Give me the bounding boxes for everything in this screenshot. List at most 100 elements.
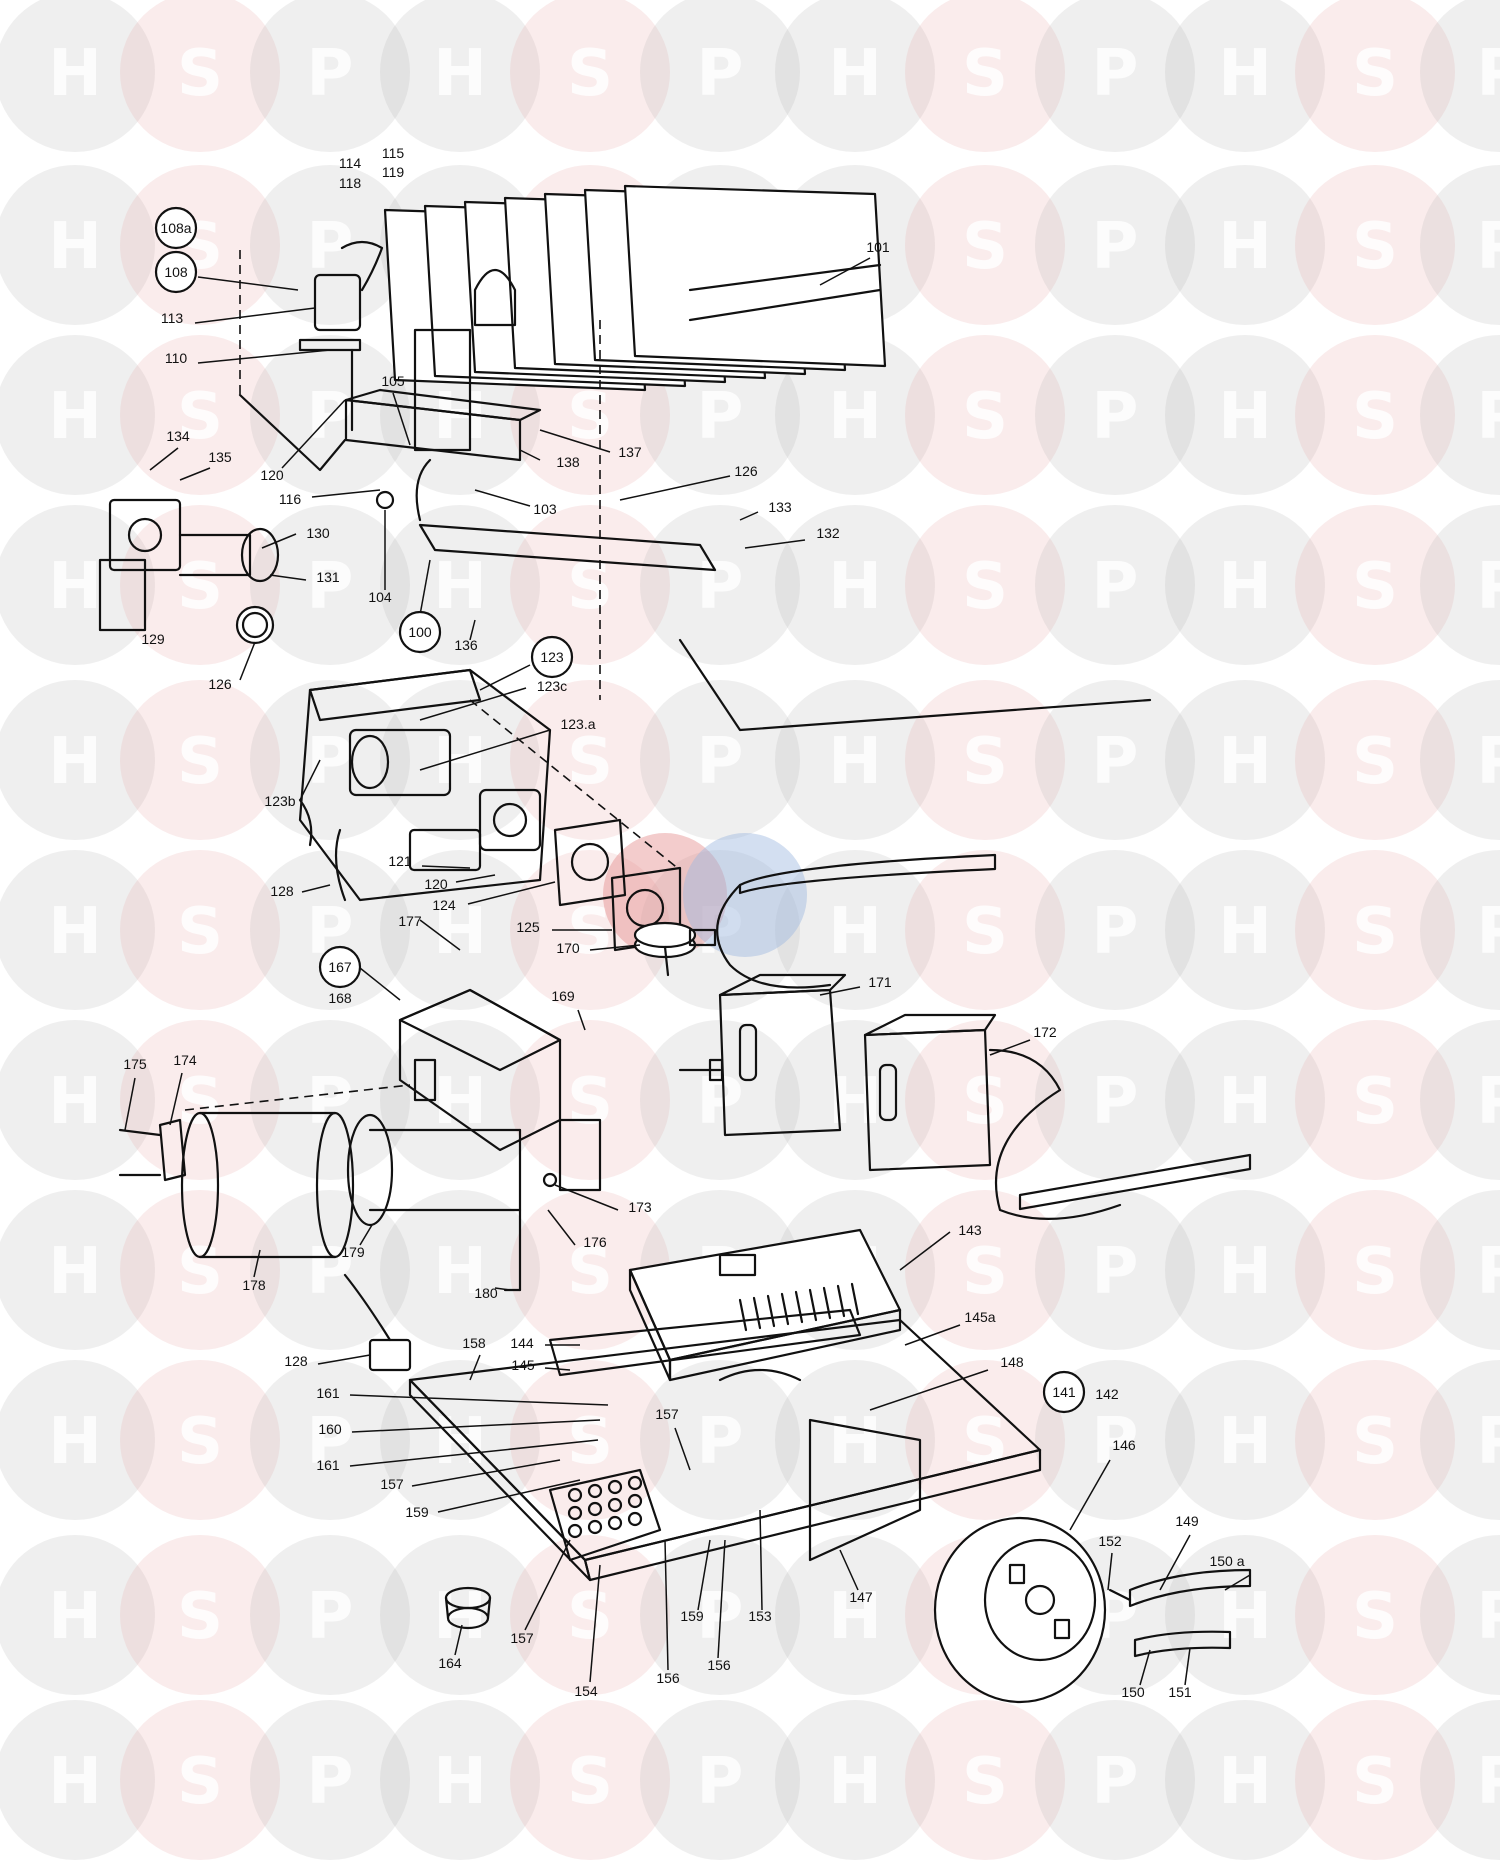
part-number: 108a: [160, 220, 191, 236]
ignition-wire-128-upper: [298, 798, 347, 902]
part-label-167: 167: [318, 945, 362, 989]
watermark-tile: P: [1420, 680, 1500, 840]
leader-line: [351, 1419, 601, 1433]
watermark-tile: P: [250, 0, 410, 152]
part-number: 150 a: [1209, 1553, 1244, 1569]
leader-line: [253, 1249, 261, 1278]
pilot-assembly: [298, 240, 384, 432]
watermark-tile: H: [1165, 335, 1325, 495]
watermark-letter: H: [828, 37, 882, 111]
terminal-block-154: [548, 1468, 662, 1562]
part-label-157c: 157: [510, 1630, 534, 1646]
leader-line: [281, 399, 346, 469]
watermark-letter: H: [1218, 37, 1272, 111]
watermark-letter: P: [1092, 550, 1139, 624]
part-number: 103: [533, 501, 557, 517]
watermark-tile: P: [1035, 505, 1195, 665]
watermark-tile: P: [250, 335, 410, 495]
leader-line: [899, 1231, 951, 1271]
base-plate-141: [408, 1308, 1042, 1582]
leader-line: [474, 489, 531, 507]
leader-line: [419, 687, 527, 721]
part-label-157b: 157: [380, 1476, 404, 1492]
bracket-147: [718, 1368, 922, 1562]
part-label-151: 151: [1168, 1684, 1192, 1700]
part-label-159a: 159: [405, 1504, 429, 1520]
leader-line: [179, 467, 211, 481]
watermark-letter: P: [697, 1065, 744, 1139]
part-number: 169: [551, 988, 575, 1004]
watermark-tile: P: [640, 1700, 800, 1860]
burner-manifold: [238, 250, 717, 572]
watermark-letter: S: [177, 1235, 223, 1309]
leader-line: [1224, 1574, 1251, 1591]
watermark-tile: S: [120, 680, 280, 840]
watermark-tile: P: [1420, 1190, 1500, 1350]
watermark-letter: H: [48, 895, 102, 969]
heat-exchanger: [383, 184, 887, 392]
part-label-123b: 123b: [264, 793, 295, 809]
watermark-letter: S: [567, 37, 613, 111]
watermark-letter: H: [433, 1745, 487, 1819]
watermark-letter: H: [48, 1745, 102, 1819]
watermark-tile: H: [775, 505, 935, 665]
leader-line: [437, 1479, 581, 1513]
watermark-letter: S: [962, 37, 1008, 111]
watermark-letter: P: [307, 550, 354, 624]
part-number: 179: [341, 1244, 365, 1260]
part-label-108a: 108a: [154, 206, 198, 250]
watermark-tile: P: [1035, 0, 1195, 152]
watermark-tile: S: [1295, 1700, 1455, 1860]
part-label-152: 152: [1098, 1533, 1122, 1549]
watermark-letter: S: [1352, 895, 1398, 969]
watermark-letter: H: [433, 1065, 487, 1139]
watermark-tile: H: [775, 1700, 935, 1860]
watermark-letter: P: [1477, 1745, 1500, 1819]
part-number: 105: [381, 373, 405, 389]
part-label-105: 105: [381, 373, 405, 389]
watermark-tile: H: [1165, 1360, 1325, 1520]
watermark-tile: S: [510, 1190, 670, 1350]
part-number: 159: [405, 1504, 429, 1520]
part-number: 100: [408, 624, 432, 640]
watermark-tile: S: [510, 1535, 670, 1695]
watermark-tile: S: [905, 850, 1065, 1010]
part-label-135: 135: [208, 449, 232, 465]
part-number: 101: [866, 239, 890, 255]
part-number: 129: [141, 631, 165, 647]
part-number: 170: [556, 940, 580, 956]
watermark-letter: S: [177, 1580, 223, 1654]
part-label-173: 173: [628, 1199, 652, 1215]
pressure-switch-170: [633, 921, 717, 977]
watermark-tile: S: [905, 1360, 1065, 1520]
leader-line: [317, 1354, 371, 1365]
leader-line: [989, 1039, 1031, 1056]
part-label-174: 174: [173, 1052, 197, 1068]
part-label-159b: 159: [680, 1608, 704, 1624]
watermark-letter: H: [1218, 1405, 1272, 1479]
leader-line: [697, 1539, 711, 1611]
terminal-screw: [607, 1497, 623, 1513]
flame-tube-179: [346, 1113, 522, 1292]
watermark-tile: S: [1295, 1535, 1455, 1695]
terminal-screw: [627, 1493, 643, 1509]
watermark-letter: S: [962, 1065, 1008, 1139]
watermark-letter: H: [1218, 1745, 1272, 1819]
watermark-tile: S: [905, 1190, 1065, 1350]
watermark-letter: S: [1352, 37, 1398, 111]
watermark-letter: P: [1092, 37, 1139, 111]
leader-line: [469, 619, 476, 641]
part-label-176: 176: [583, 1234, 607, 1250]
watermark-tile: H: [0, 0, 155, 152]
part-number: 157: [655, 1406, 679, 1422]
watermark-letter: P: [1092, 1745, 1139, 1819]
watermark-letter: S: [567, 895, 613, 969]
part-number: 143: [958, 1222, 982, 1238]
watermark-letter: P: [697, 1405, 744, 1479]
watermark-tile: H: [0, 850, 155, 1010]
bracket-167: [398, 988, 602, 1192]
watermark-tile: H: [775, 850, 935, 1010]
watermark-tile: P: [1035, 1190, 1195, 1350]
watermark-letter: H: [1218, 1235, 1272, 1309]
leader-line: [1159, 1534, 1191, 1591]
